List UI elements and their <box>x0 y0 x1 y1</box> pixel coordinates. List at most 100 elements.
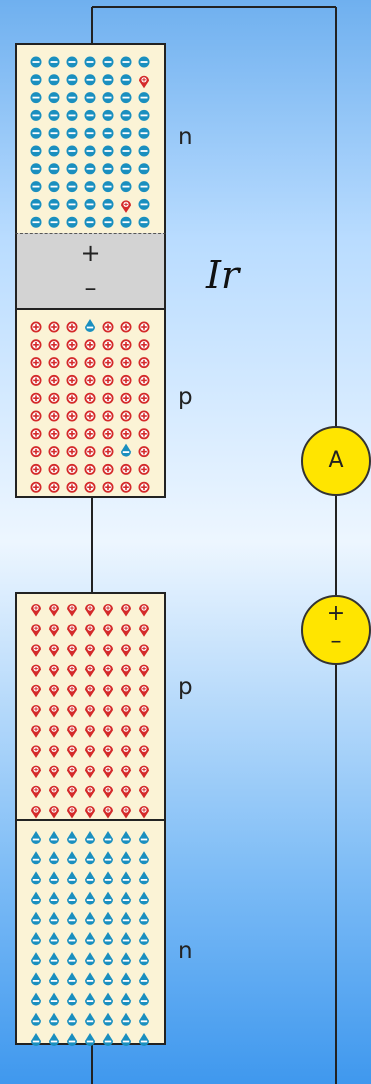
negative-ion <box>30 127 42 139</box>
free-electron <box>49 911 59 925</box>
negative-ion <box>102 181 114 193</box>
free-hole <box>85 745 95 758</box>
positive-ion <box>84 374 96 386</box>
negative-ion <box>138 92 150 104</box>
free-electron <box>85 319 95 332</box>
negative-ion <box>66 163 78 175</box>
upper-p-label: p <box>178 384 193 410</box>
free-hole <box>49 745 59 758</box>
free-electron <box>103 932 113 945</box>
negative-ion <box>120 92 132 104</box>
ammeter-label: A <box>328 448 344 473</box>
negative-ion <box>66 181 78 193</box>
positive-ion <box>120 481 132 493</box>
positive-ion <box>102 410 114 422</box>
free-electron <box>103 992 113 1006</box>
lower-p-carriers <box>31 604 149 819</box>
positive-ion <box>30 339 42 351</box>
free-electron <box>67 972 77 986</box>
positive-ion <box>120 339 132 351</box>
negative-ion <box>30 181 42 193</box>
free-hole <box>103 705 113 718</box>
free-hole <box>67 604 77 617</box>
ammeter: A <box>301 426 371 496</box>
free-electron <box>139 992 149 1006</box>
negative-ion <box>48 181 60 193</box>
free-hole <box>139 624 149 637</box>
free-electron <box>49 952 59 966</box>
free-hole <box>121 684 131 698</box>
negative-ion <box>48 198 60 210</box>
positive-ion <box>102 481 114 493</box>
free-hole <box>31 765 41 779</box>
positive-ion <box>102 463 114 475</box>
negative-ion <box>48 109 60 121</box>
positive-ion <box>48 357 60 369</box>
free-electron <box>67 992 77 1006</box>
negative-ion <box>120 56 132 68</box>
negative-ion <box>84 163 96 175</box>
lower-p-label: p <box>178 674 193 700</box>
free-electron <box>67 952 77 966</box>
free-hole <box>139 75 149 89</box>
positive-ion <box>30 481 42 493</box>
free-hole <box>103 785 113 799</box>
negative-ion <box>102 92 114 104</box>
negative-ion <box>138 145 150 157</box>
negative-ion <box>138 109 150 121</box>
free-hole <box>121 785 131 799</box>
free-electron <box>103 1012 113 1026</box>
positive-ion <box>120 357 132 369</box>
positive-ion <box>30 428 42 440</box>
negative-ion <box>84 127 96 139</box>
free-electron <box>85 831 95 844</box>
free-hole <box>103 624 113 637</box>
free-electron <box>31 831 41 844</box>
negative-ion <box>120 181 132 193</box>
positive-ion <box>48 463 60 475</box>
negative-ion <box>48 216 60 228</box>
positive-ion <box>120 321 132 333</box>
lower-n-carriers <box>31 831 149 1046</box>
negative-ion <box>48 145 60 157</box>
positive-ion <box>120 463 132 475</box>
positive-ion <box>30 463 42 475</box>
free-electron <box>139 911 149 925</box>
free-electron <box>121 972 131 986</box>
reverse-current-label: Ir <box>206 253 240 297</box>
free-electron <box>139 972 149 986</box>
free-electron <box>139 932 149 945</box>
negative-ion <box>30 92 42 104</box>
negative-ion <box>66 127 78 139</box>
free-hole <box>103 806 113 819</box>
free-electron <box>103 972 113 986</box>
free-hole <box>121 806 131 819</box>
negative-ion <box>138 216 150 228</box>
free-electron <box>139 831 149 844</box>
free-electron <box>85 972 95 986</box>
free-electron <box>139 851 149 865</box>
negative-ion <box>138 127 150 139</box>
free-electron <box>121 992 131 1006</box>
free-hole <box>139 806 149 819</box>
negative-ion <box>138 181 150 193</box>
free-electron <box>49 871 59 885</box>
positive-ion <box>138 446 150 458</box>
negative-ion <box>102 145 114 157</box>
positive-ion <box>102 446 114 458</box>
positive-ion <box>102 374 114 386</box>
positive-ion <box>84 410 96 422</box>
free-electron <box>31 891 41 905</box>
free-hole <box>139 604 149 617</box>
negative-ion <box>30 74 42 86</box>
negative-ion <box>102 198 114 210</box>
free-hole <box>139 745 149 758</box>
positive-ion <box>120 410 132 422</box>
positive-ion <box>66 463 78 475</box>
free-electron <box>67 891 77 905</box>
free-hole <box>49 624 59 637</box>
positive-ion <box>138 481 150 493</box>
free-hole <box>121 604 131 617</box>
negative-ion <box>138 198 150 210</box>
positive-ion <box>48 410 60 422</box>
